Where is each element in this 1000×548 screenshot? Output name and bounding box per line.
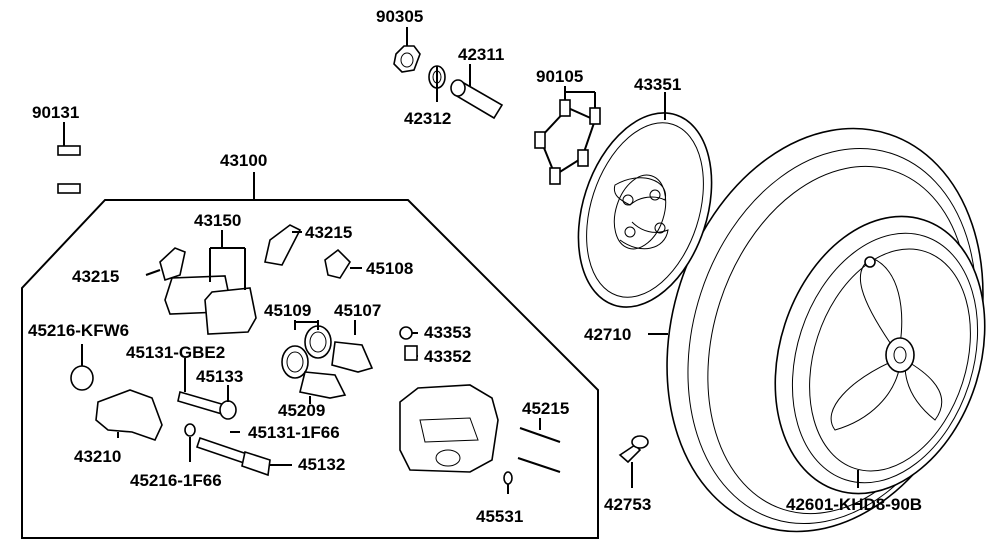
label-45109: 45109 [264, 301, 311, 320]
caliper-bracket-part [95, 389, 163, 441]
label-43150: 43150 [194, 211, 241, 230]
label-45107: 45107 [334, 301, 381, 320]
label-43351: 43351 [634, 75, 681, 94]
bleeder-cap-part [399, 326, 413, 340]
label-42710: 42710 [584, 325, 631, 344]
label-45133: 45133 [196, 367, 243, 386]
pistons-part [299, 341, 374, 399]
brake-pads-part [164, 275, 257, 335]
label-42753: 42753 [604, 495, 651, 514]
caliper-body-part [399, 384, 499, 473]
label-43352: 43352 [424, 347, 471, 366]
pad-clip-part [324, 248, 352, 279]
label-43215-left: 43215 [72, 267, 119, 286]
brake-disc-part [577, 112, 713, 308]
label-90131: 90131 [32, 103, 79, 122]
piston-seals-part [281, 325, 332, 379]
collar-part [450, 79, 504, 120]
label-42311: 42311 [458, 45, 504, 64]
bleeder-valve-part [404, 345, 418, 361]
label-45209: 45209 [278, 401, 325, 420]
label-43100: 43100 [220, 151, 267, 170]
slide-pin-upper-part [177, 390, 237, 420]
disc-bolts-part [534, 99, 601, 185]
leader-lines [63, 27, 859, 494]
label-45531: 45531 [476, 507, 523, 526]
label-90105: 90105 [536, 67, 583, 86]
label-43210: 43210 [74, 447, 121, 466]
label-42601-khd8-90b: 42601-KHD8-90B [786, 495, 922, 514]
label-45108: 45108 [366, 259, 413, 278]
label-45131-1f66: 45131-1F66 [248, 423, 340, 442]
label-45216-1f66: 45216-1F66 [130, 471, 222, 490]
pad-spring-part [159, 224, 302, 282]
label-45131-gbe2: 45131-GBE2 [126, 343, 225, 362]
label-45216-kfw6: 45216-KFW6 [28, 321, 129, 340]
label-45132: 45132 [298, 455, 345, 474]
valve-stem-part [618, 435, 649, 464]
caliper-assembly-outline [21, 199, 599, 539]
wheel-rim-part [774, 215, 986, 495]
slide-pin-lower-part [184, 423, 271, 477]
caliper-bolts-part [57, 145, 81, 194]
nut-part [393, 45, 421, 73]
label-45215: 45215 [522, 399, 569, 418]
pad-pins-part [503, 427, 561, 485]
sleeve-part [70, 365, 94, 391]
label-43353: 43353 [424, 323, 471, 342]
label-90305: 90305 [376, 7, 423, 26]
label-42312: 42312 [404, 109, 451, 128]
label-43215-right: 43215 [305, 223, 352, 242]
